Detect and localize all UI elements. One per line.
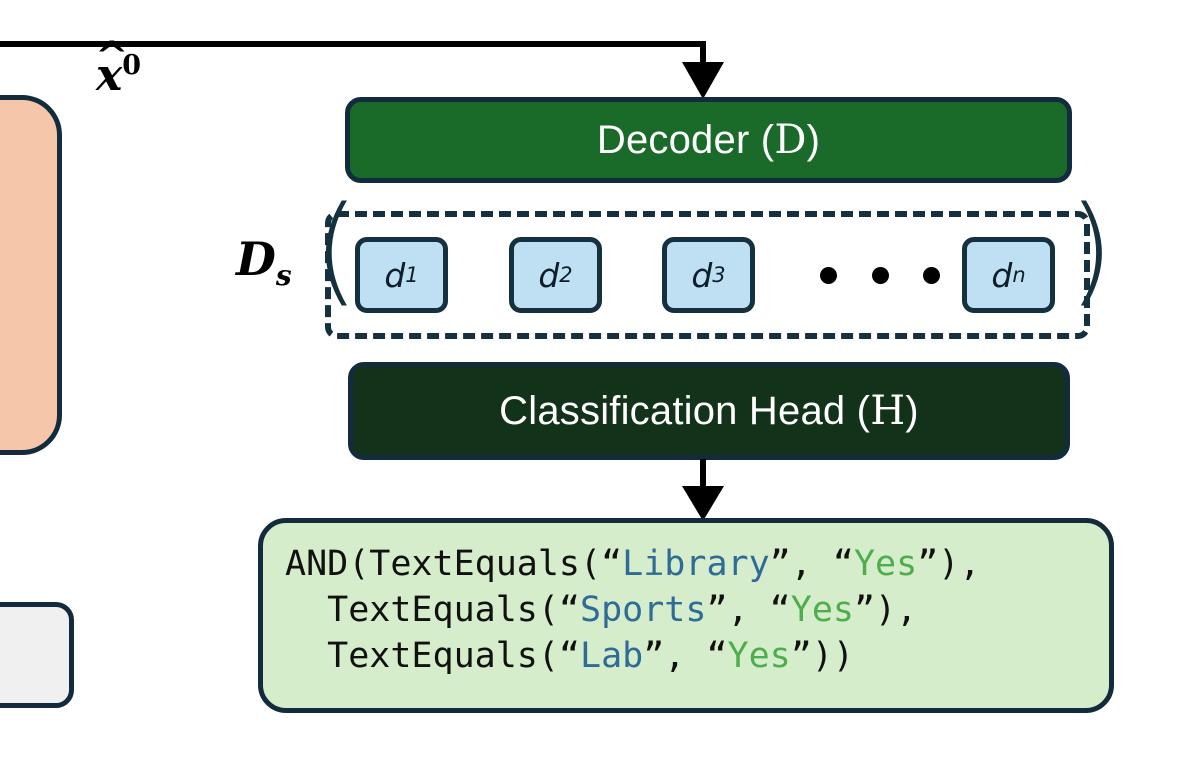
- xhat-base: x: [96, 49, 123, 101]
- code-segment-quote: ”),: [917, 544, 981, 584]
- decoder-symbol: D: [774, 117, 807, 163]
- code-segment-quote: “: [558, 636, 581, 677]
- token-subscript: n: [1012, 263, 1026, 287]
- token-base: d: [991, 255, 1013, 295]
- feedback-wire-horizontal: [0, 41, 706, 47]
- ds-base: D: [236, 232, 276, 286]
- output-code-line: TextEquals(“Lab”, “Yes”)): [285, 633, 1089, 679]
- code-segment-quote: ”)): [790, 636, 854, 677]
- code-segment-quote: ”,: [706, 590, 770, 631]
- token-base: d: [538, 255, 560, 295]
- output-code-line: AND(TextEquals(“Library”, “Yes”),: [285, 541, 1089, 587]
- code-segment-field: Library: [622, 544, 770, 584]
- hat-accent-icon: ^: [95, 32, 129, 80]
- code-segment-value: Yes: [853, 544, 918, 584]
- code-segment-plain: TextEquals(: [285, 636, 559, 677]
- token-base: d: [691, 255, 713, 295]
- code-segment-value: Yes: [727, 636, 791, 677]
- code-segment-quote: ”,: [643, 636, 707, 677]
- decoder-label: Decoder (: [596, 117, 775, 162]
- decoder-states-group: [325, 211, 1090, 339]
- token-subscript: 1: [405, 263, 419, 287]
- ds-set-label: Ds: [236, 236, 292, 290]
- ellipsis-dots-icon: [820, 250, 940, 300]
- token-subscript: 3: [712, 263, 726, 287]
- code-segment-field: Sports: [580, 590, 707, 631]
- output-code: AND(TextEquals(“Library”, “Yes”), TextEq…: [285, 541, 1089, 680]
- group-brace-right-icon: ): [1068, 180, 1115, 318]
- code-segment-quote: “: [558, 590, 581, 631]
- head-label: Classification Head (: [499, 388, 871, 433]
- code-segment-quote: “: [706, 636, 728, 677]
- arrow-head-into-decoder-icon: [682, 62, 724, 99]
- xhat-superscript: 0: [122, 50, 142, 81]
- ellipsis-dot: [923, 266, 940, 284]
- head-symbol: H: [870, 388, 906, 434]
- classification-head-block[interactable]: Classification Head (H ): [348, 362, 1070, 460]
- code-segment-quote: “: [769, 590, 791, 631]
- ds-subscript: s: [275, 259, 292, 293]
- output-program-box: AND(TextEquals(“Library”, “Yes”), TextEq…: [258, 518, 1114, 713]
- token-base: d: [384, 255, 406, 295]
- token-subscript: 2: [559, 263, 573, 287]
- xhat-zero-label: ^x0: [95, 36, 142, 101]
- ellipsis-dot: [820, 266, 837, 284]
- head-to-output-wire: [700, 459, 706, 499]
- group-brace-left-icon: (: [313, 180, 360, 318]
- code-segment-field: Lab: [580, 636, 644, 677]
- output-code-line: TextEquals(“Sports”, “Yes”),: [285, 587, 1089, 633]
- code-segment-quote: ”,: [769, 544, 833, 584]
- decoder-block[interactable]: Decoder (D ): [345, 97, 1072, 183]
- code-segment-quote: “: [832, 544, 854, 584]
- code-segment-value: Yes: [790, 590, 854, 631]
- arrow-head-into-output-icon: [682, 486, 724, 521]
- decoder-label-close: ): [806, 117, 821, 162]
- code-segment-quote: ”),: [853, 590, 918, 631]
- ellipsis-dot: [871, 266, 889, 284]
- code-segment-quote: “: [601, 544, 623, 584]
- side-panel-gray: [0, 602, 74, 708]
- code-segment-plain: TextEquals(: [285, 590, 559, 631]
- head-label-close: ): [905, 388, 919, 433]
- code-segment-plain: AND(TextEquals(: [285, 544, 602, 584]
- input-panel-salmon: [0, 95, 62, 455]
